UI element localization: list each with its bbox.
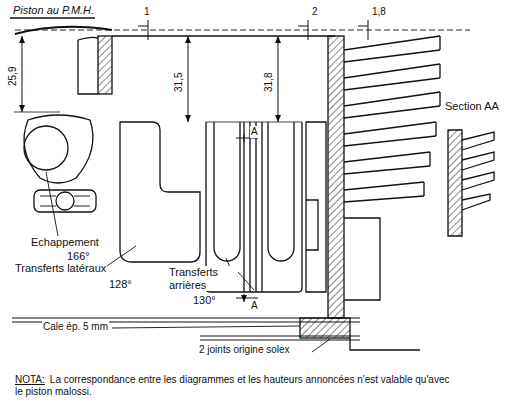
part-label: Echappement — [30, 236, 100, 249]
dimension: 31,8 — [263, 72, 275, 93]
angle-value: 128° — [108, 278, 133, 291]
note-heading: NOTA: — [14, 374, 46, 386]
dimension: 25,9 — [7, 66, 19, 87]
section-mark: A — [250, 300, 259, 312]
part-label: 2 joints origine solex — [198, 344, 291, 356]
dimension: 2 — [311, 6, 319, 18]
part-label: Transferts arrières — [168, 266, 238, 291]
part-label: Piston au P.M.H. — [12, 4, 95, 17]
part-label: Cale ép. 5 mm — [42, 321, 109, 333]
note-text: La correspondance entre les diagrammes e… — [14, 374, 456, 397]
section-label: Section AA — [444, 100, 500, 113]
angle-value: 130° — [192, 294, 217, 307]
angle-value: 166° — [66, 250, 91, 263]
dimension: 1 — [143, 6, 151, 18]
dimension: 31,5 — [173, 72, 185, 93]
section-mark: A — [250, 126, 259, 138]
dimension: 1,8 — [371, 6, 387, 18]
part-label: Transferts latéraux — [14, 262, 107, 275]
